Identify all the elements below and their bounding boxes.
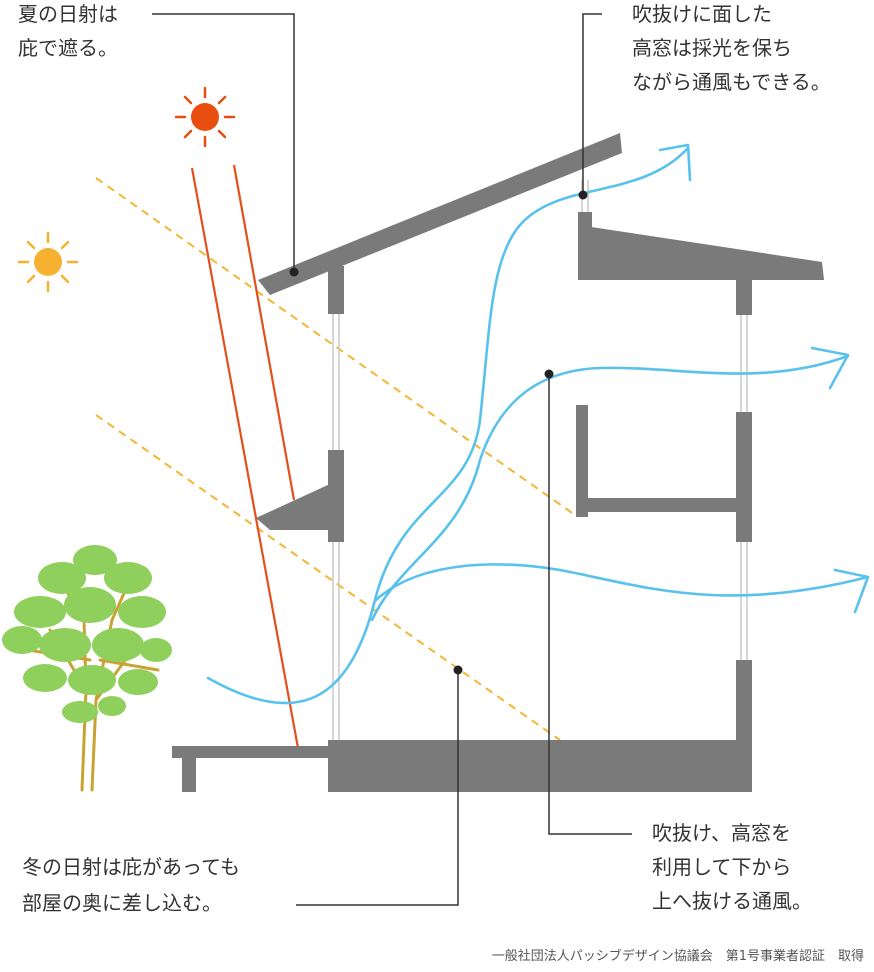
wind-arrow-icon	[206, 143, 870, 705]
mezzanine-floor	[576, 498, 752, 512]
annotation-line: 上へ抜ける通風。	[652, 889, 812, 913]
wind-flow-high	[206, 146, 690, 705]
annotation-line: 利用して下から	[652, 855, 791, 879]
annotation-line: 夏の日射は	[18, 2, 118, 26]
annotation-line: 高窓は採光を保ち	[632, 36, 792, 60]
high-window-wall	[578, 212, 592, 232]
summer-ray-left	[190, 167, 300, 749]
right-wall-top	[736, 275, 752, 315]
right-wall-mid	[736, 412, 752, 542]
floor-slab	[328, 740, 752, 792]
leader-winter	[296, 665, 463, 906]
leader-airflow	[544, 369, 632, 835]
wind-flow-low	[374, 563, 870, 602]
annotation-line: 吹抜け、高窓を	[652, 821, 791, 845]
upper-roof	[578, 225, 824, 280]
house-section	[172, 133, 824, 792]
eave-overhang	[256, 484, 330, 530]
left-roof	[258, 133, 622, 295]
left-wall-top	[328, 266, 344, 314]
wind-flow-mid	[370, 354, 850, 622]
summer-ray-right	[232, 164, 296, 501]
deck-post	[182, 756, 196, 792]
winter-sun-icon	[17, 231, 79, 293]
leader-high-window	[578, 13, 602, 200]
annotation-line: 庇で遮る。	[18, 36, 118, 60]
leader-summer	[152, 13, 299, 277]
annotation-line: 冬の日射は庇があっても	[22, 855, 240, 879]
credit-text: 一般社団法人パッシブデザイン協議会 第1号事業者認証 取得	[492, 948, 864, 964]
glass-panes	[332, 180, 748, 740]
annotation-line: 吹抜けに面した	[632, 2, 772, 26]
right-wall-bottom	[736, 660, 752, 740]
annotation-line: ながら通風もできる。	[632, 70, 831, 94]
annotation-airflow: 吹抜け、高窓を 利用して下から 上へ抜ける通風。	[652, 821, 812, 913]
annotation-line: 部屋の奥に差し込む。	[22, 891, 222, 915]
winter-ray-lower	[95, 414, 561, 741]
annotation-winter-sun: 冬の日射は庇があっても 部屋の奥に差し込む。	[22, 855, 240, 915]
tree-icon	[2, 545, 172, 792]
left-wall-mid	[328, 450, 344, 542]
deck	[172, 746, 330, 758]
annotation-summer-sun: 夏の日射は 庇で遮る。	[18, 2, 118, 60]
inner-wall	[576, 405, 588, 517]
annotation-high-window: 吹抜けに面した 高窓は採光を保ち ながら通風もできる。	[632, 2, 831, 94]
summer-sun-icon	[174, 86, 236, 148]
